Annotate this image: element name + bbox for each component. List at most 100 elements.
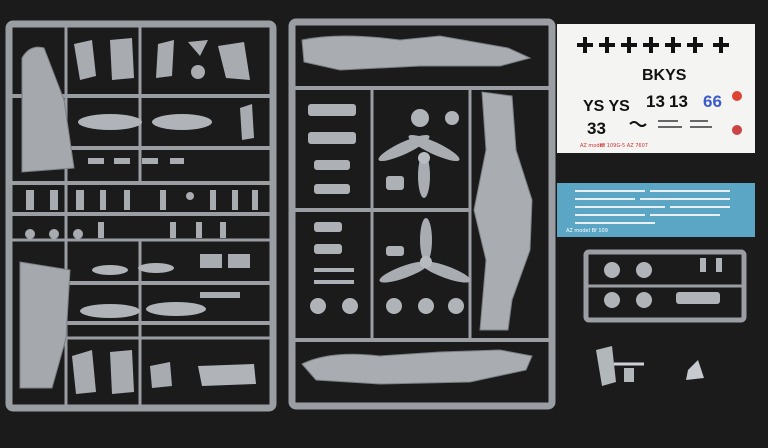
stencil-mark — [575, 222, 655, 224]
stencil-mark — [640, 198, 730, 200]
wing-part-upper — [21, 46, 75, 173]
small-part — [314, 280, 354, 284]
left-sprue — [5, 20, 277, 412]
small-part — [186, 192, 194, 200]
emblem-icon — [732, 91, 742, 101]
wheel-part — [310, 298, 326, 314]
stencil-mark — [650, 214, 720, 216]
code-letters: BKYS — [642, 67, 687, 84]
fuselage-half-upper — [301, 35, 532, 71]
small-part — [26, 190, 34, 210]
tail-part — [218, 42, 250, 80]
small-part — [114, 158, 130, 164]
decal-fine-print: Bf 109G-5 AZ 7607 — [600, 143, 648, 149]
wheel-part — [342, 298, 358, 314]
small-part — [314, 184, 350, 194]
stencil-marks — [658, 120, 712, 128]
small-part — [100, 190, 106, 210]
small-part — [150, 362, 172, 388]
stencil-rows — [575, 190, 730, 224]
tail-part — [72, 350, 96, 394]
wheel — [604, 262, 620, 278]
rudder-part — [156, 40, 174, 78]
small-part — [314, 160, 350, 170]
balkenkreuz-row — [577, 37, 729, 53]
number-66: 66 — [703, 92, 722, 111]
spinner — [411, 109, 429, 127]
prop-blade — [420, 218, 432, 262]
wheel — [604, 292, 620, 308]
small-part — [25, 229, 35, 239]
tail-part — [110, 38, 134, 80]
emblem-icon — [732, 125, 742, 135]
balkenkreuz-icon — [643, 37, 659, 53]
stencil-mark — [650, 190, 730, 192]
prop-blade — [421, 261, 471, 283]
small-part — [308, 104, 356, 116]
drop-tank-half — [146, 302, 206, 316]
small-part — [98, 222, 104, 238]
stencil-mark — [670, 206, 730, 208]
code-letters-left: YS YS — [583, 98, 630, 115]
small-part — [314, 268, 354, 272]
small-part — [200, 292, 240, 298]
small-part — [686, 360, 704, 380]
small-part — [73, 229, 83, 239]
balkenkreuz-icon — [621, 37, 637, 53]
drop-tank-half — [78, 114, 142, 130]
stencil-mark — [575, 214, 645, 216]
wheel — [636, 262, 652, 278]
stencil-mark — [658, 126, 682, 128]
small-part — [252, 190, 258, 210]
small-part — [88, 158, 104, 164]
wing-part-lower — [19, 261, 71, 389]
tail-part — [74, 40, 96, 80]
small-part — [386, 176, 404, 190]
small-part — [188, 40, 208, 56]
small-part — [196, 222, 202, 238]
stencil-mark — [658, 120, 678, 122]
small-part — [228, 254, 250, 268]
propeller-upper — [378, 134, 460, 198]
center-sprue — [288, 18, 556, 410]
spinner — [445, 111, 459, 125]
small-part — [76, 190, 84, 210]
wheel — [636, 292, 652, 308]
prop-blade — [379, 261, 429, 283]
number-13-a: 13 — [646, 92, 665, 111]
propeller-lower — [379, 218, 471, 283]
wheel-part — [386, 298, 402, 314]
small-part — [386, 246, 404, 256]
small-part — [716, 258, 722, 272]
spinner-disc — [191, 65, 205, 79]
small-part — [314, 222, 342, 232]
engine-part — [676, 292, 720, 304]
small-part — [232, 190, 238, 210]
small-part — [200, 254, 222, 268]
small-part — [49, 229, 59, 239]
balkenkreuz-icon — [713, 37, 729, 53]
canopy-part — [596, 346, 616, 386]
small-tank — [92, 265, 128, 275]
small-tank — [138, 263, 174, 273]
small-part — [124, 190, 130, 210]
stencil-mark — [575, 198, 635, 200]
balkenkreuz-icon — [665, 37, 681, 53]
small-part — [170, 158, 184, 164]
stencil-mark — [575, 206, 665, 208]
small-part — [170, 222, 176, 238]
balkenkreuz-icon — [599, 37, 615, 53]
wheel-part — [418, 298, 434, 314]
fuselage-half-lower — [301, 349, 533, 385]
clear-parts — [596, 346, 704, 386]
small-part — [210, 190, 216, 210]
drop-tank-half — [152, 114, 212, 130]
decal-fine-print-small: AZ model Bf 109 — [566, 228, 608, 234]
small-part — [142, 158, 158, 164]
decal-brand: AZ model — [580, 143, 604, 149]
balkenkreuz-icon — [687, 37, 703, 53]
small-parts-row — [25, 190, 258, 239]
prop-blade — [408, 134, 460, 162]
small-parts-column — [308, 104, 404, 284]
